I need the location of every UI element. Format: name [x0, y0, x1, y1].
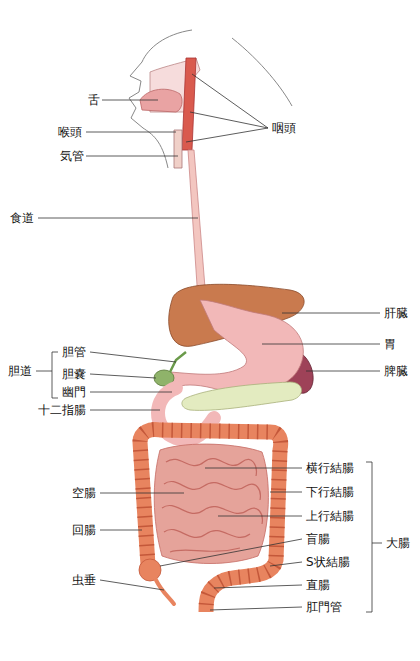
part-label: 空腸 [72, 486, 96, 500]
small-intestine [154, 444, 268, 563]
trachea [174, 130, 182, 168]
part-label: 盲腸 [306, 532, 330, 546]
part-label: 横行結腸 [306, 461, 354, 475]
bile-duct [170, 352, 186, 372]
intestine-coils [162, 459, 262, 552]
part-label: 肛門管 [306, 600, 342, 614]
part-label: S状結腸 [306, 555, 350, 569]
part-label: 回腸 [72, 523, 96, 537]
part-label: 喉頭 [58, 125, 82, 139]
cecum [139, 559, 161, 581]
part-label: 下行結腸 [306, 485, 354, 499]
part-label: 舌 [88, 93, 100, 107]
haustra [140, 430, 281, 613]
appendix [156, 580, 174, 604]
part-label: 胆管 [62, 345, 86, 359]
part-label: 胃 [384, 337, 396, 351]
pharynx [182, 58, 196, 150]
part-label: 肝臓 [384, 306, 408, 320]
tongue [140, 89, 182, 112]
leader-lines [36, 74, 382, 612]
part-label: 虫垂 [72, 573, 96, 587]
part-label: 脾臓 [384, 364, 408, 378]
part-label: 咽頭 [272, 121, 296, 135]
part-label: 幽門 [62, 385, 86, 399]
part-label: 胆道 [8, 364, 32, 378]
part-label: 大腸 [386, 536, 410, 550]
part-label: 気管 [60, 149, 84, 163]
part-label: 直腸 [306, 578, 330, 592]
pancreas [182, 382, 302, 410]
part-label: 十二指腸 [38, 403, 86, 417]
stomach [170, 300, 303, 392]
large-intestine [140, 430, 281, 613]
part-label: 上行結腸 [306, 509, 354, 523]
neck-outline [232, 38, 292, 106]
esophagus [188, 150, 206, 300]
part-label: 食道 [10, 211, 34, 225]
part-label: 胆嚢 [62, 367, 86, 381]
